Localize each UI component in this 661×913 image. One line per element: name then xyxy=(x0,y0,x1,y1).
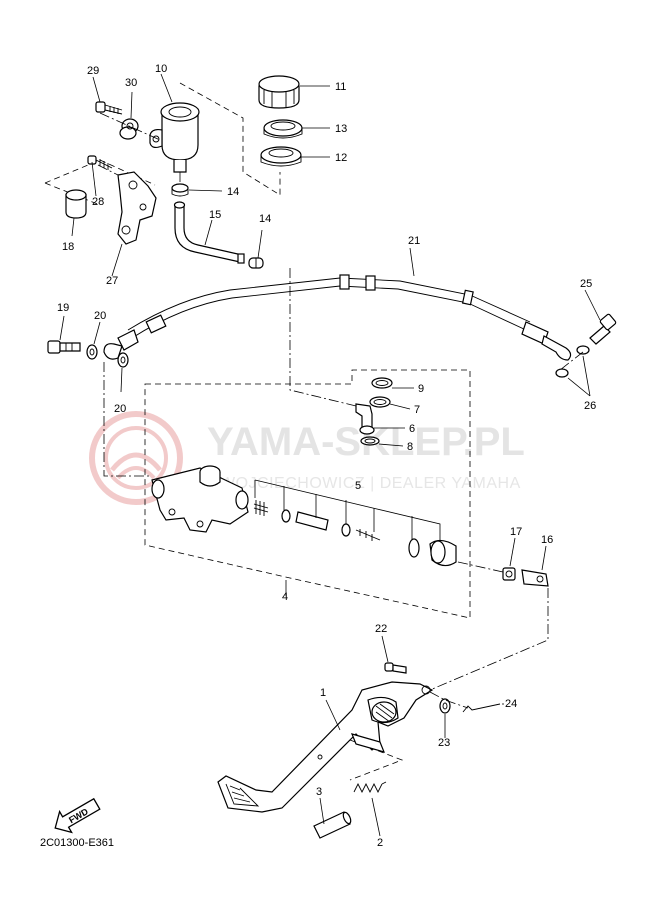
part-14-clip-lower xyxy=(248,257,264,269)
centerline-bracket xyxy=(97,112,161,176)
callout-5: 5 xyxy=(355,480,361,492)
assembly-reservoir-outline xyxy=(44,159,156,206)
part-27-bracket xyxy=(117,171,157,245)
callout-29: 29 xyxy=(87,65,99,77)
centerline-left-bolt xyxy=(103,362,152,477)
part-8-oring xyxy=(360,436,380,446)
part-4-master-cylinder xyxy=(151,465,249,533)
part-18-collar xyxy=(65,189,87,219)
part-23-washer xyxy=(439,698,451,714)
watermark-logo xyxy=(89,411,183,505)
callout-8: 8 xyxy=(407,441,413,453)
part-19-union-bolt xyxy=(47,340,81,354)
pedal-group-outline xyxy=(349,739,404,781)
part-26-washers xyxy=(555,345,590,378)
callout-22: 22 xyxy=(375,623,387,635)
callout-2: 2 xyxy=(377,837,383,849)
callout-20-upper: 20 xyxy=(94,310,106,322)
callout-4: 4 xyxy=(282,591,288,603)
centerline-pedal-pin xyxy=(429,691,469,709)
assembly-4-outline xyxy=(144,369,471,619)
callout-14-lower: 14 xyxy=(259,213,271,225)
callout-28: 28 xyxy=(92,196,104,208)
part-24-cotter-pin xyxy=(462,703,501,713)
part-25-union-bolt xyxy=(589,313,617,345)
callout-19: 19 xyxy=(57,302,69,314)
callout-25: 25 xyxy=(580,278,592,290)
centerline-right-bolt xyxy=(559,351,584,371)
callout-10: 10 xyxy=(155,63,167,75)
callout-17: 17 xyxy=(510,526,522,538)
callout-20-lower: 20 xyxy=(114,403,126,415)
callout-1: 1 xyxy=(320,687,326,699)
diagram-code: 2C01300-E361 xyxy=(40,837,114,849)
centerline-clevis xyxy=(457,561,504,573)
callout-9: 9 xyxy=(418,383,424,395)
callout-21: 21 xyxy=(408,235,420,247)
callout-18: 18 xyxy=(62,241,74,253)
part-22-bolt xyxy=(384,662,407,674)
part-2-spring xyxy=(353,781,387,794)
callout-13: 13 xyxy=(335,123,347,135)
callout-15: 15 xyxy=(209,209,221,221)
part-28-bolt xyxy=(87,155,113,170)
callout-30: 30 xyxy=(125,77,137,89)
callout-24: 24 xyxy=(505,698,517,710)
part-20-washer-b xyxy=(117,352,129,368)
part-14-clip-upper xyxy=(171,183,189,197)
part-16-clevis xyxy=(521,569,549,587)
fwd-arrow-icon: FWD xyxy=(54,797,101,834)
callout-14-upper: 14 xyxy=(227,186,239,198)
callout-27: 27 xyxy=(106,275,118,287)
callouts: 29 30 10 11 13 12 14 28 15 14 18 21 27 2… xyxy=(57,63,596,849)
part-29-bolt xyxy=(95,101,123,115)
part-30-grommet xyxy=(119,118,139,140)
part-7-oring xyxy=(369,396,391,408)
centerline-hose-fitting xyxy=(289,268,357,407)
callout-11: 11 xyxy=(335,81,346,93)
part-10-reservoir xyxy=(149,102,200,173)
callout-26: 26 xyxy=(584,400,596,412)
callout-3: 3 xyxy=(316,786,322,798)
part-12-diaphragm xyxy=(260,146,302,167)
part-3-pin xyxy=(313,811,352,839)
callout-7: 7 xyxy=(414,404,420,416)
leader-lines xyxy=(59,73,601,837)
part-11-reservoir-cap xyxy=(258,75,300,109)
callout-16: 16 xyxy=(541,534,553,546)
callout-12: 12 xyxy=(335,152,347,164)
callout-6: 6 xyxy=(409,423,415,435)
part-1-brake-pedal xyxy=(217,681,434,813)
part-20-washer-a xyxy=(86,344,98,360)
part-21-brake-hose xyxy=(103,274,572,361)
part-5-cylinder-kit xyxy=(253,479,457,567)
part-17-nut xyxy=(502,567,516,581)
callout-23: 23 xyxy=(438,737,450,749)
part-15-hose xyxy=(173,201,245,264)
watermark-tagline: WOJCIECHOWICZ | DEALER YAMAHA xyxy=(220,475,521,492)
part-13-cap-plate xyxy=(263,119,303,139)
part-6-hose-joint xyxy=(355,403,375,435)
centerline-clevis-pedal xyxy=(429,588,549,691)
part-9-oring xyxy=(371,377,393,389)
